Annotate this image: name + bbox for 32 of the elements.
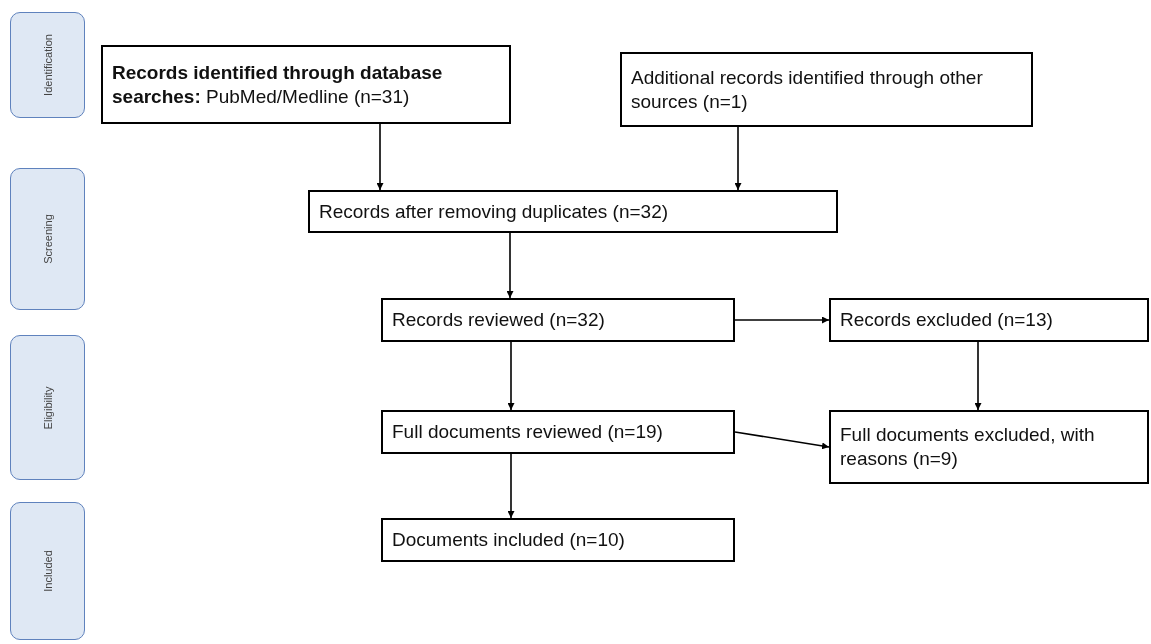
box-text: Documents included (n=10) [392,528,625,552]
phase-band [10,168,85,310]
box-text: Records after removing duplicates (n=32) [319,199,669,224]
process-box [381,410,735,454]
process-box [620,52,1033,127]
arrow [734,316,830,324]
process-box [829,410,1149,484]
process-box [381,298,735,342]
arrow [506,232,514,299]
box-text: Full documents excluded, with reasons (n=9) [840,423,1096,471]
phase-band [10,12,85,118]
phase-label: Identification [41,34,54,96]
phase-label: Eligibility [41,386,54,429]
arrow [734,126,742,191]
phase-label: Screening [41,214,54,264]
box-text: Records excluded (n=13) [840,308,1053,332]
arrow [507,341,515,411]
phase-band [10,335,85,480]
arrow [734,431,830,450]
arrow [507,453,515,519]
box-text: Additional records identified through other sources (n=1) [631,65,984,114]
process-box [381,518,735,562]
box-text: Records identified through database searches: PubMed/Medline (n=31) [112,60,444,109]
arrow [376,123,384,191]
arrow [974,341,982,411]
process-box [101,45,511,124]
process-box [308,190,838,233]
phase-label: Included [41,550,54,592]
process-box [829,298,1149,342]
box-text: Records reviewed (n=32) [392,308,605,332]
phase-band [10,502,85,640]
box-text: Full documents reviewed (n=19) [392,420,663,444]
